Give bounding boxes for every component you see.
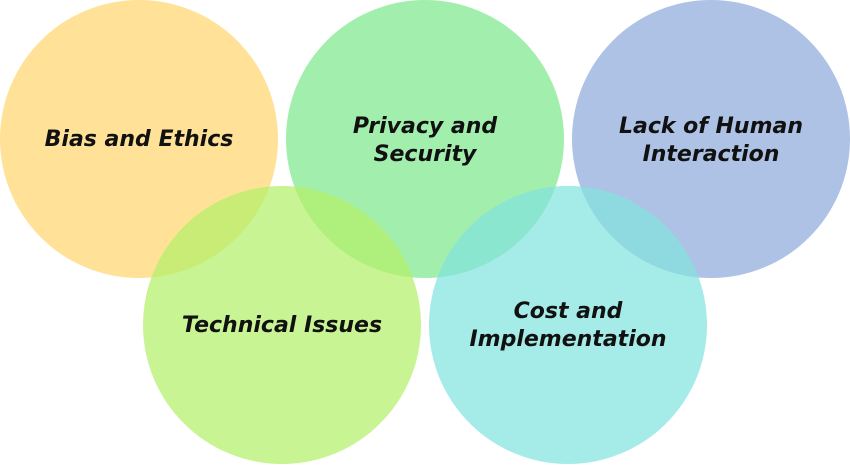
label-line: Interaction bbox=[643, 142, 780, 167]
label-line: Bias and Ethics bbox=[45, 127, 234, 152]
label-technical-issues: Technical Issues bbox=[182, 313, 382, 338]
label-line: Lack of Human bbox=[619, 114, 803, 139]
label-line: Cost and bbox=[514, 299, 623, 324]
circle-technical-issues bbox=[143, 186, 421, 464]
label-line: Privacy and bbox=[353, 114, 498, 139]
label-bias-and-ethics: Bias and Ethics bbox=[45, 127, 234, 152]
label-line: Security bbox=[374, 142, 478, 167]
label-line: Technical Issues bbox=[182, 313, 382, 338]
circle-cost-and-implementation bbox=[429, 186, 707, 464]
label-line: Implementation bbox=[469, 327, 666, 352]
